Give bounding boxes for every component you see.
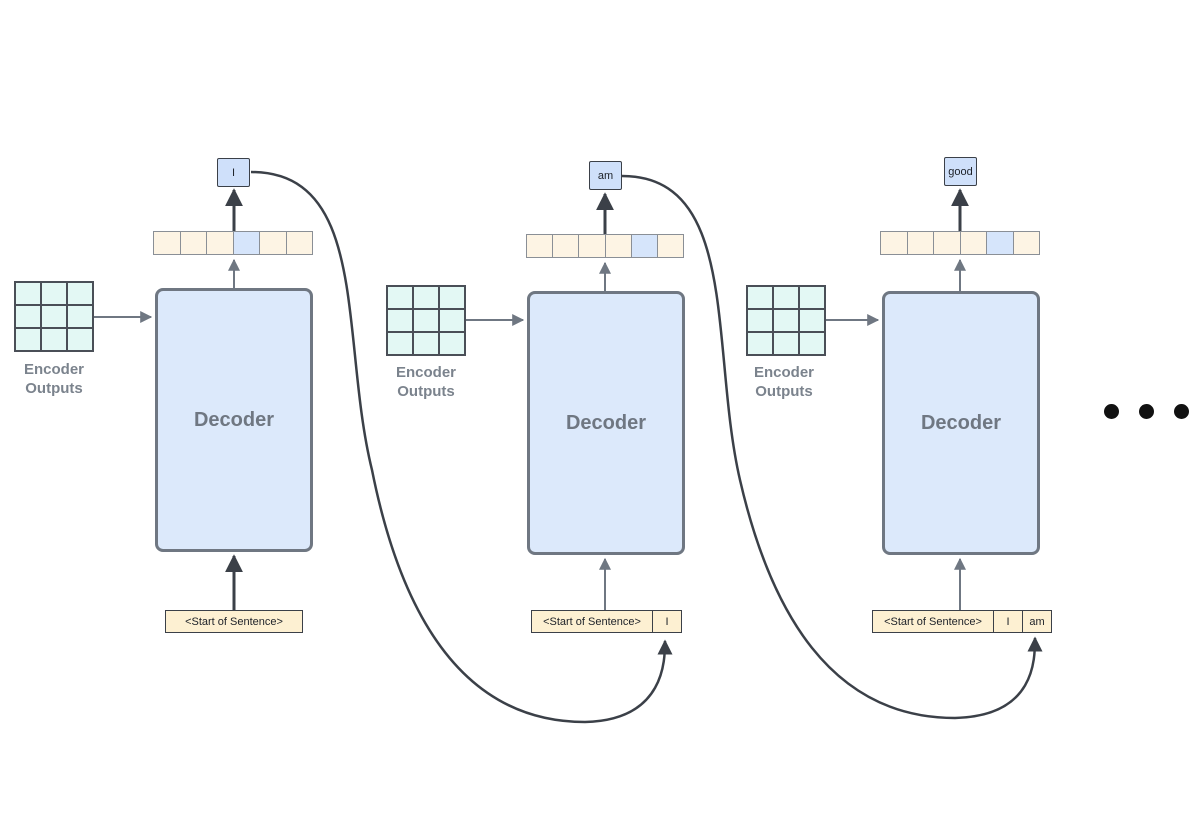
output-token-3: good xyxy=(944,157,977,186)
encoder-outputs-grid-3 xyxy=(746,285,826,356)
feedback-arrow-1 xyxy=(250,170,673,724)
continuation-ellipsis-icon xyxy=(1104,404,1189,419)
output-distribution-1 xyxy=(153,231,313,255)
decoder-label-3: Decoder xyxy=(920,411,1002,434)
dot xyxy=(1174,404,1189,419)
decoder-label-2: Decoder xyxy=(565,411,647,434)
output-token-2: am xyxy=(589,161,622,190)
decoder-block-2: Decoder xyxy=(527,291,685,555)
input-token: <Start of Sentence> xyxy=(873,611,994,632)
predicted-cell xyxy=(631,235,658,257)
decoder-block-3: Decoder xyxy=(882,291,1040,555)
encoder-outputs-grid-2 xyxy=(386,285,466,356)
input-token: am xyxy=(1029,615,1045,628)
encoder-outputs-label-1: Encoder Outputs xyxy=(23,361,84,397)
feedback-arrow-2 xyxy=(621,174,1043,720)
decoder-input-tokens-1: <Start of Sentence> xyxy=(165,610,303,633)
input-token: <Start of Sentence> xyxy=(532,611,653,632)
encoder-outputs-grid-1 xyxy=(14,281,94,352)
dot xyxy=(1104,404,1119,419)
predicted-cell xyxy=(233,232,260,254)
encoder-outputs-label-2: Encoder Outputs xyxy=(395,364,456,400)
input-token: <Start of Sentence> xyxy=(185,615,283,628)
decoder-label-1: Decoder xyxy=(193,408,275,431)
decoder-input-tokens-2: <Start of Sentence> I xyxy=(531,610,682,633)
decoder-block-1: Decoder xyxy=(155,288,313,552)
input-token: I xyxy=(665,615,669,628)
encoder-outputs-label-3: Encoder Outputs xyxy=(753,364,814,400)
output-distribution-2 xyxy=(526,234,684,258)
output-distribution-3 xyxy=(880,231,1040,255)
input-token: I xyxy=(994,611,1023,632)
dot xyxy=(1139,404,1154,419)
output-token-1: I xyxy=(217,158,250,187)
decoder-input-tokens-3: <Start of Sentence> I am xyxy=(872,610,1052,633)
predicted-cell xyxy=(987,232,1014,254)
